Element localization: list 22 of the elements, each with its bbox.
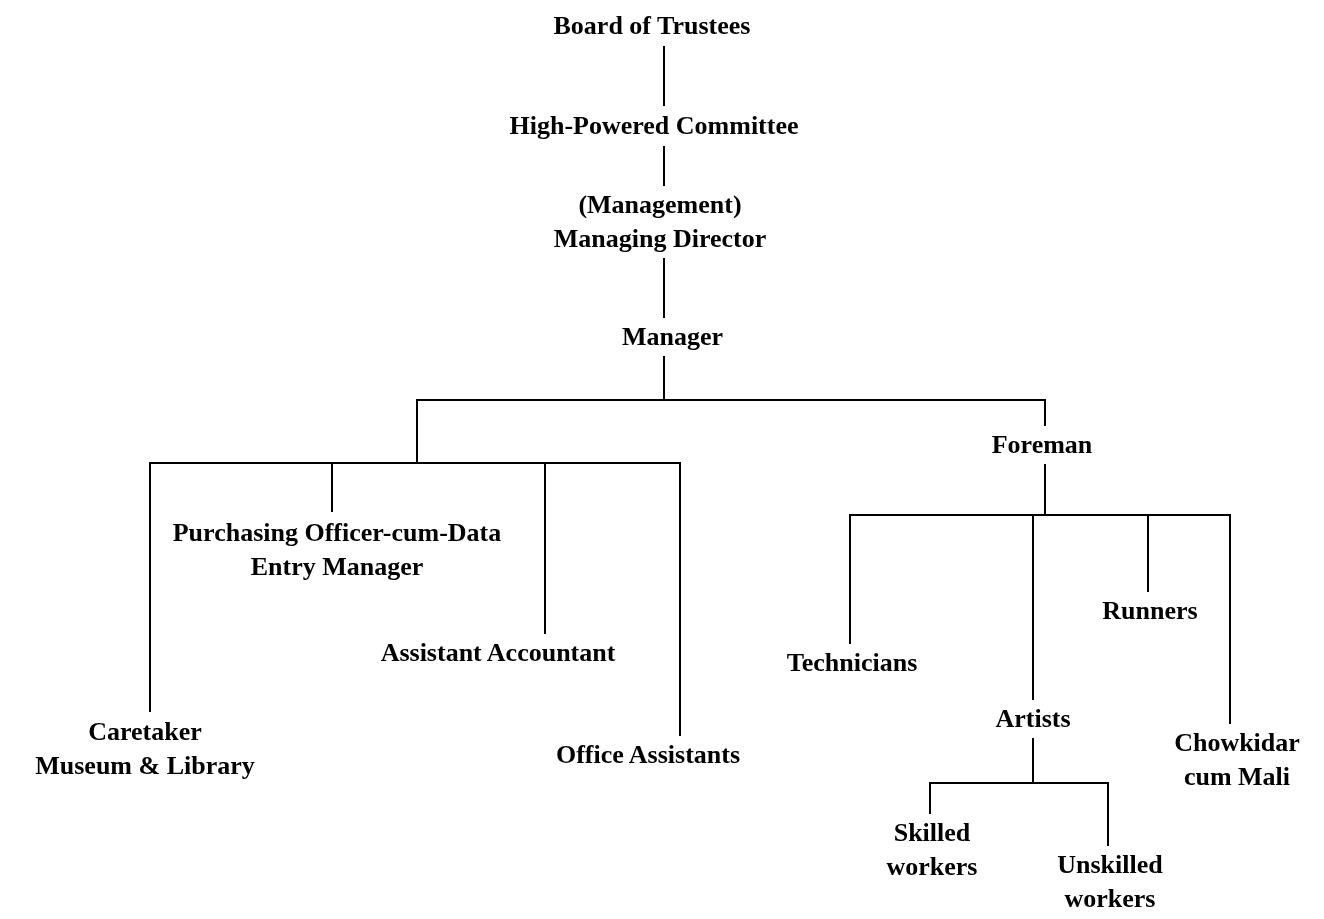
position-title: Caretaker xyxy=(88,716,202,748)
position-title: Skilled workers xyxy=(885,817,979,883)
position-title: Technicians xyxy=(786,647,918,679)
position-title: (Management) Managing Director xyxy=(552,189,768,255)
position-title: Unskilled workers xyxy=(1056,849,1164,915)
connector-line xyxy=(1044,463,1231,725)
position-title: Manager xyxy=(621,321,724,353)
position-title: Purchasing Officer-cum-Data Entry Manager xyxy=(171,517,503,583)
position-title: Artists xyxy=(995,703,1071,735)
connector-line xyxy=(1032,737,1109,847)
connector-line xyxy=(416,355,681,737)
connector-line xyxy=(663,145,665,187)
position-title: Museum & Library xyxy=(35,750,255,782)
position-title: Assistant Accountant xyxy=(380,637,616,669)
position-title: Chowkidar cum Mali xyxy=(1173,727,1301,793)
connector-line xyxy=(663,257,665,319)
connector-line xyxy=(663,45,665,107)
position-title: High-Powered Committee xyxy=(509,110,799,142)
position-title: Foreman xyxy=(991,429,1093,461)
position-title: Board of Trustees xyxy=(553,10,751,42)
position-title: Office Assistants xyxy=(555,739,741,771)
position-title: Runners xyxy=(1102,595,1198,627)
